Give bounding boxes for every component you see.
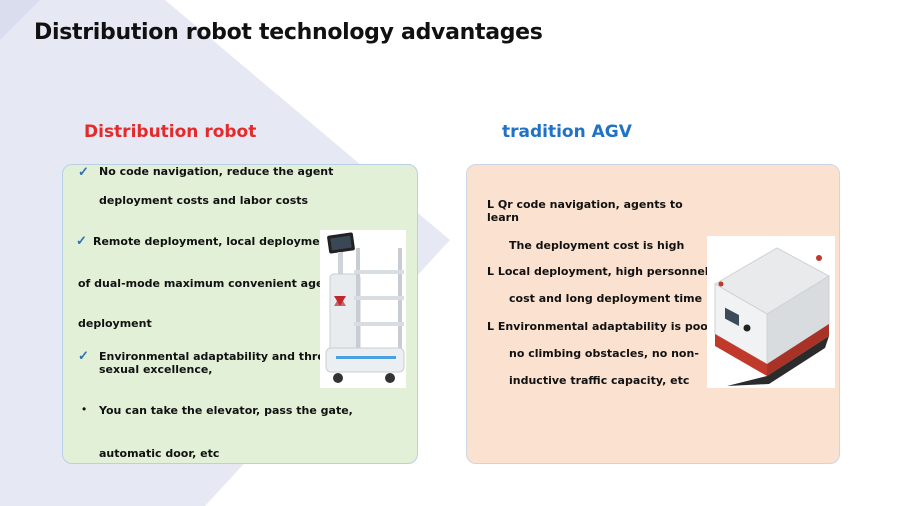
left-item-2-line-1: Remote deployment, local deployment bbox=[93, 235, 333, 248]
right-item-3-line-2: no climbing obstacles, no non- bbox=[509, 347, 699, 360]
page-title: Distribution robot technology advantages bbox=[34, 20, 543, 45]
left-item-2-line-3: deployment bbox=[78, 317, 152, 330]
left-column-heading: Distribution robot bbox=[84, 122, 257, 142]
right-column-heading: tradition AGV bbox=[502, 122, 632, 142]
right-item-3-line-1: L Environmental adaptability is poor, bbox=[487, 320, 716, 333]
check-icon: ✓ bbox=[76, 233, 87, 248]
right-item-2-line-1: L Local deployment, high personnel bbox=[487, 265, 709, 278]
left-item-4-line-2: automatic door, etc bbox=[99, 447, 220, 460]
right-item-2-line-2: cost and long deployment time bbox=[509, 292, 703, 305]
delivery-robot-image bbox=[320, 230, 406, 388]
left-item-1-line-2: deployment costs and labor costs bbox=[99, 194, 309, 207]
check-icon: ✓ bbox=[78, 348, 89, 363]
right-item-3-line-3: inductive traffic capacity, etc bbox=[509, 374, 690, 387]
bullet-icon: • bbox=[82, 402, 87, 416]
left-item-1-line-1: No code navigation, reduce the agent bbox=[99, 165, 334, 178]
left-item-3-line-2: sexual excellence, bbox=[99, 363, 213, 376]
agv-robot-image bbox=[707, 236, 835, 388]
right-item-1-line-2: learn bbox=[487, 211, 519, 224]
left-item-3-line-1: Environmental adaptability and through bbox=[99, 350, 349, 363]
left-item-2-line-2: of dual-mode maximum convenient agent bbox=[78, 277, 337, 290]
right-item-1-line-3: The deployment cost is high bbox=[509, 239, 685, 252]
left-item-4-line-1: You can take the elevator, pass the gate… bbox=[99, 404, 353, 417]
check-icon: ✓ bbox=[78, 164, 89, 179]
right-item-1-line-1: L Qr code navigation, agents to bbox=[487, 198, 683, 211]
